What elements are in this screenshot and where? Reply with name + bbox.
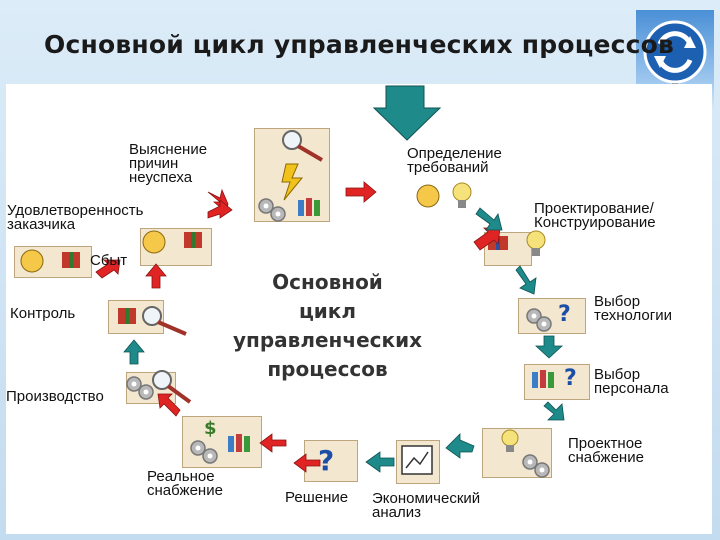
lightbulb-icon [452, 182, 472, 208]
gears-icon [526, 308, 552, 332]
arrow-icon [515, 265, 537, 295]
arrow-icon [473, 227, 501, 251]
lightbulb-icon [526, 230, 546, 256]
gears-icon [258, 198, 286, 222]
gears-icon [190, 440, 218, 464]
people-icon [298, 198, 320, 216]
center-line-2: цикл [298, 299, 357, 323]
magnifier-icon [152, 370, 192, 404]
magnifier-icon [282, 130, 324, 162]
label-decision: Решение [285, 489, 349, 506]
arrow-icon [543, 401, 565, 421]
lightbulb-icon [501, 429, 519, 452]
people-icon [228, 434, 250, 452]
arrow-icon [207, 199, 233, 219]
personnel-question-icon: ? [564, 366, 577, 391]
arrow-icon [445, 433, 475, 459]
label-satisfaction: Удовлетворенность заказчика [7, 202, 144, 233]
entry-arrow-icon [372, 85, 442, 141]
people-icon [532, 370, 554, 388]
arrow-icon [345, 181, 377, 203]
center-caption: Основной цикл управленческих процессов [225, 268, 430, 384]
arrow-icon [145, 263, 167, 289]
arrow-icon [123, 339, 145, 365]
decision-question-icon: ? [318, 444, 335, 477]
label-technology: Выбор технологии [594, 293, 673, 324]
dollar-icon: $ [204, 418, 217, 439]
slide-title: Основной цикл управленческих процессов [44, 30, 675, 59]
label-requirements: Определение требований [407, 145, 502, 176]
label-personnel: Выбор персонала [594, 366, 669, 397]
label-project-supply: Проектное снабжение [568, 435, 644, 466]
arrow-icon [365, 451, 395, 473]
label-real-supply: Реальное снабжение [147, 468, 223, 499]
center-line-4: процессов [267, 357, 388, 381]
technology-question-icon: ? [558, 302, 571, 327]
center-line-3: управленческих [233, 328, 422, 352]
gears-icon [126, 376, 154, 400]
gift-icon [184, 232, 202, 248]
arrow-icon [95, 259, 121, 279]
magnifier-icon [142, 306, 187, 336]
label-sales: Сбыт [90, 252, 128, 269]
face-icon [20, 249, 44, 273]
label-failure-analysis: Выяснение причин неуспеха [129, 141, 208, 186]
center-line-1: Основной [272, 270, 383, 294]
gift-icon [62, 252, 80, 268]
roundabout-sign-icon [636, 10, 714, 110]
label-economic-analysis: Экономический анализ [372, 490, 481, 521]
chart-board-icon [401, 445, 433, 475]
label-control: Контроль [10, 305, 76, 322]
face-icon [142, 230, 166, 254]
arrow-icon [259, 433, 287, 453]
gears-icon [522, 454, 550, 478]
arrow-icon [475, 207, 503, 231]
gift-icon [118, 308, 136, 324]
face-icon [416, 184, 440, 208]
lightning-icon [281, 163, 304, 201]
arrow-icon [157, 393, 181, 417]
label-production: Производство [6, 388, 104, 405]
arrow-icon [293, 453, 321, 473]
label-design: Проектирование/ Конструирование [534, 200, 656, 231]
decision-box [304, 440, 358, 482]
arrow-icon [534, 335, 564, 359]
